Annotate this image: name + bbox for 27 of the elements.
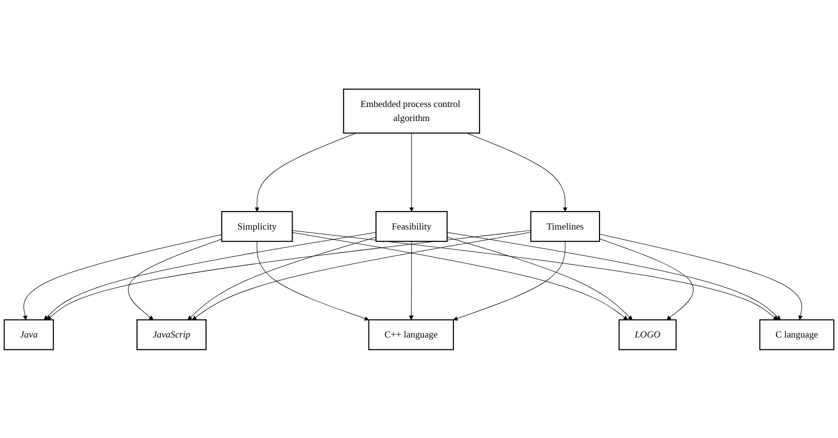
arrow — [599, 238, 694, 320]
node-box: C language — [759, 318, 834, 350]
arrow — [446, 232, 781, 320]
arrow — [292, 232, 628, 320]
node-box: Embedded process control algorithm — [343, 88, 480, 134]
node-box: Java — [4, 318, 54, 350]
arrow — [466, 132, 568, 212]
arrow — [44, 232, 376, 320]
node-box: LOGO — [618, 318, 677, 350]
arrow — [192, 232, 532, 320]
arrow — [46, 230, 532, 320]
arrow — [128, 238, 222, 320]
node-box: Feasibility — [375, 210, 448, 242]
arrow — [256, 240, 369, 320]
arrow — [599, 233, 803, 320]
arrow — [408, 240, 414, 320]
arrow — [409, 132, 414, 212]
arrow — [188, 236, 376, 320]
node-box: Simplicity — [221, 210, 293, 242]
arrow — [453, 240, 566, 320]
arrow — [446, 236, 632, 320]
node-box: C++ language — [368, 318, 454, 350]
arrow — [254, 132, 356, 212]
arrow — [292, 230, 778, 320]
node-box: Timelines — [530, 210, 600, 242]
arrow — [22, 234, 222, 320]
node-box: JavaScrip — [136, 318, 207, 350]
